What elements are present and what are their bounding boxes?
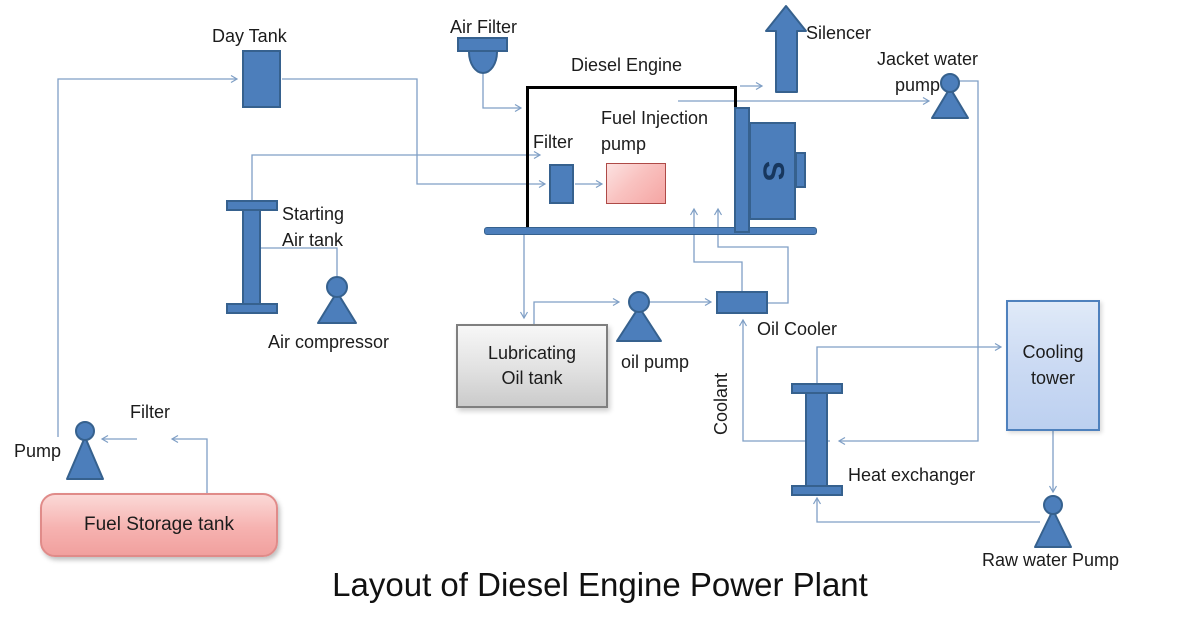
fuel-injection-label-line1: Fuel Injection — [601, 108, 709, 128]
silencer-shape — [765, 5, 807, 93]
cooling-tower-label-line1: Cooling — [1022, 342, 1084, 363]
engine-base-shape — [484, 227, 817, 235]
line-heatexchanger-to-coolingtower — [816, 342, 1003, 384]
line-rawpump-to-heatexchanger — [812, 496, 1040, 523]
day-tank-shape — [242, 50, 281, 108]
jacket-water-pump-shape — [931, 73, 969, 119]
fuel-injection-pump-shape — [606, 163, 666, 204]
fuel-injection-label-line2: pump — [601, 134, 647, 154]
line-pump-to-daytank — [57, 74, 239, 437]
air-compressor-shape — [317, 276, 357, 324]
fuel-filter-label: Filter — [130, 402, 170, 422]
generator-shape: S — [749, 122, 796, 220]
jacket-water-pump-label-line2: pump — [895, 75, 941, 95]
diagram-title: Layout of Diesel Engine Power Plant — [332, 566, 868, 603]
silencer-label: Silencer — [806, 23, 872, 43]
starting-air-tank-label-line1: Starting — [282, 204, 345, 224]
line-airfilter-to-engine — [482, 74, 523, 113]
fuel-storage-tank-label: Fuel Storage tank — [84, 513, 234, 535]
engine-filter-label: Filter — [533, 132, 573, 152]
oil-pump-label: oil pump — [621, 352, 690, 372]
line-lubetank-to-oilpump — [533, 297, 621, 324]
starting-air-tank-shape — [226, 200, 278, 314]
lube-tank-label-line2: Oil tank — [501, 368, 563, 388]
line-daytank-to-engine — [282, 78, 547, 189]
line-jacketpump-to-heatexchanger — [837, 80, 979, 446]
heat-exchanger-shape — [791, 383, 843, 496]
fuel-storage-tank-shape: Fuel Storage tank — [40, 493, 278, 557]
oil-pump-shape — [616, 291, 662, 342]
line-compressor-to-airtank — [260, 247, 338, 276]
air-compressor-label: Air compressor — [268, 332, 390, 352]
heat-exchanger-label: Heat exchanger — [848, 465, 976, 485]
cooling-tower-label-line2: tower — [1030, 367, 1075, 388]
coolant-label: Coolant — [711, 372, 732, 436]
day-tank-label: Day Tank — [212, 26, 287, 46]
oil-cooler-shape — [716, 291, 768, 314]
line-coolant-to-oilcooler — [738, 318, 830, 442]
engine-fuel-filter-shape — [549, 164, 574, 204]
starting-air-tank-label-line2: Air tank — [282, 230, 344, 250]
fuel-transfer-pump-shape — [66, 421, 104, 480]
fuel-pump-label: Pump — [14, 441, 62, 461]
line-oilcooler-to-engine-1 — [689, 207, 743, 291]
raw-water-pump-shape — [1034, 495, 1072, 548]
jacket-water-pump-label-line1: Jacket water — [877, 49, 979, 69]
pump-shapes — [66, 73, 1072, 548]
air-filter-label: Air Filter — [450, 17, 517, 37]
air-filter-cap-shape — [457, 37, 508, 52]
lube-tank-label-line1: Lubricating — [487, 342, 577, 363]
cooling-tower-shape: Cooling tower — [1006, 300, 1100, 431]
line-airtank-to-engine — [251, 150, 542, 201]
raw-water-pump-label: Raw water Pump — [982, 550, 1120, 570]
line-fueltank-to-filter — [170, 434, 208, 493]
fuel-and-air-lines — [57, 74, 1058, 523]
oil-cooler-label: Oil Cooler — [757, 319, 838, 339]
generator-tab-shape — [795, 152, 806, 188]
lubricating-oil-tank-shape: Lubricating Oil tank — [456, 324, 608, 408]
diesel-engine-label: Diesel Engine — [571, 55, 683, 75]
